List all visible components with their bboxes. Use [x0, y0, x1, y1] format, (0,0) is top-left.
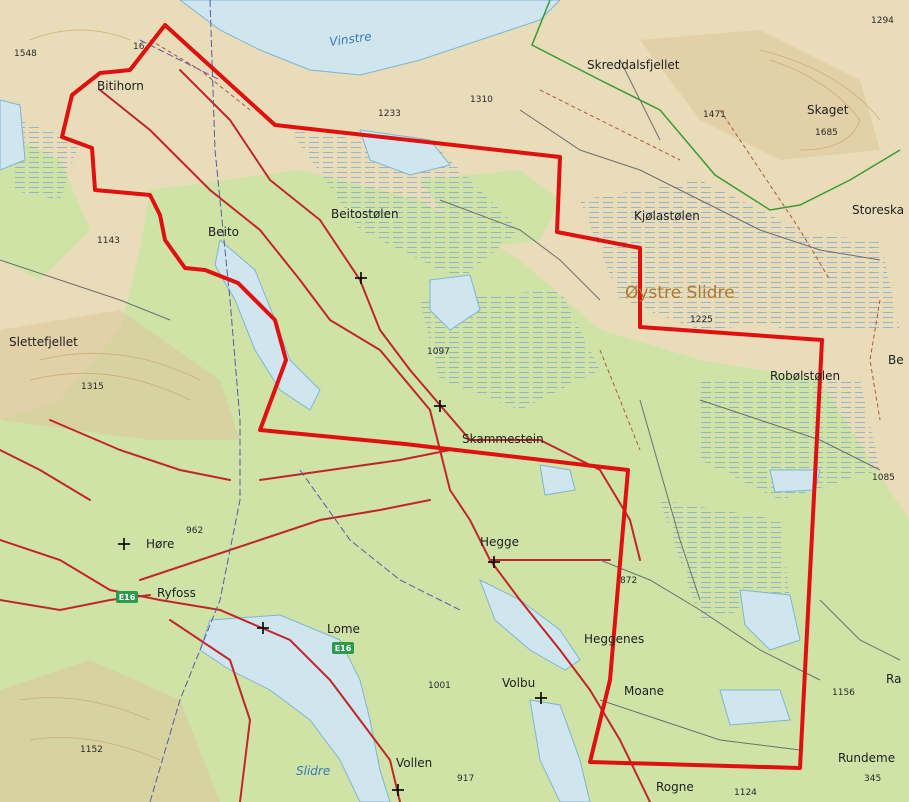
place-moane: Moane	[624, 684, 664, 698]
water-bodies	[0, 0, 821, 802]
elevation-1685: 1685	[815, 128, 838, 138]
church-icon	[257, 622, 269, 634]
church-icon	[434, 400, 446, 412]
place-volbu: Volbu	[502, 676, 535, 690]
lake-vinstre	[179, 0, 561, 76]
road-shield-e16-a: E16	[116, 591, 138, 603]
elevation-16xx: 16	[133, 42, 145, 52]
municipal-border	[531, 0, 901, 211]
church-icon	[535, 692, 547, 704]
water-label-vinstre: Vinstre	[328, 29, 372, 49]
place-slettefjellet: Slettefjellet	[9, 335, 78, 349]
place-rundeme: Rundeme	[838, 751, 895, 765]
place-beitostolen: Beitostølen	[331, 207, 399, 221]
elevation-1152: 1152	[80, 745, 103, 755]
svg-text:E16: E16	[335, 644, 352, 653]
place-storeska: Storeska	[852, 203, 904, 217]
trails	[149, 39, 881, 451]
elevation-1124: 1124	[734, 788, 757, 798]
place-vollen: Vollen	[396, 756, 432, 770]
lake-small	[539, 464, 576, 496]
elevation-1471: 1471	[703, 110, 726, 120]
elevation-1097: 1097	[427, 347, 450, 357]
place-rogne: Rogne	[656, 780, 694, 794]
place-skammestein: Skammestein	[462, 432, 544, 446]
elevation-345: 345	[864, 774, 881, 784]
tracks	[0, 59, 901, 751]
road-shield-e16-b: E16	[332, 642, 354, 654]
elevation-1143: 1143	[97, 236, 120, 246]
place-kjolastolen: Kjølastølen	[634, 209, 700, 223]
place-ryfoss: Ryfoss	[157, 586, 196, 600]
elevation-1548: 1548	[14, 49, 37, 59]
region-label: Øystre Slidre	[625, 283, 735, 303]
lake-west	[0, 99, 26, 171]
place-hore: Høre	[146, 537, 174, 551]
lake-volbu	[529, 699, 591, 802]
elevation-1156: 1156	[832, 688, 855, 698]
elevation-1225: 1225	[690, 315, 713, 325]
place-ra: Ra	[886, 672, 901, 686]
church-icon	[118, 538, 130, 550]
elevation-1315: 1315	[81, 382, 104, 392]
place-labels: Bitihorn Skreddalsfjellet Skaget Storesk…	[9, 58, 904, 794]
church-icon	[392, 784, 404, 796]
place-bitihorn: Bitihorn	[97, 79, 144, 93]
elevation-1085: 1085	[872, 473, 895, 483]
place-be: Be	[888, 353, 904, 367]
contours	[19, 29, 881, 761]
elevation-labels: 1548 16 1294 1233 1310 1471 1685 1143 12…	[14, 16, 895, 798]
place-skreddalsfjellet: Skreddalsfjellet	[587, 58, 680, 72]
lake-mid	[429, 274, 481, 331]
place-beito: Beito	[208, 225, 239, 239]
church-icon	[488, 556, 500, 568]
svg-text:E16: E16	[119, 593, 136, 602]
elevation-1001: 1001	[428, 681, 451, 691]
study-area-boundary[interactable]	[60, 23, 824, 770]
church-icons	[118, 272, 547, 796]
elevation-962: 962	[186, 526, 203, 536]
slope-shading	[0, 30, 880, 802]
elevation-1294: 1294	[871, 16, 894, 26]
place-robolstolen: Robølstølen	[770, 369, 840, 383]
lake-east	[739, 589, 801, 651]
roads	[0, 69, 651, 802]
elevation-1310: 1310	[470, 95, 493, 105]
place-heggenes: Heggenes	[584, 632, 644, 646]
power-lines	[139, 0, 461, 802]
elevation-917: 917	[457, 774, 474, 784]
elevation-1233: 1233	[378, 109, 401, 119]
church-icon	[355, 272, 367, 284]
lake-east2	[719, 689, 791, 726]
place-lome: Lome	[327, 622, 360, 636]
elevation-872: 872	[620, 576, 637, 586]
lake-heggenes	[479, 578, 581, 671]
lake-beito	[214, 239, 321, 411]
water-label-slidre: Slidre	[296, 764, 330, 778]
place-skaget: Skaget	[807, 103, 849, 117]
place-hegge: Hegge	[480, 535, 519, 549]
